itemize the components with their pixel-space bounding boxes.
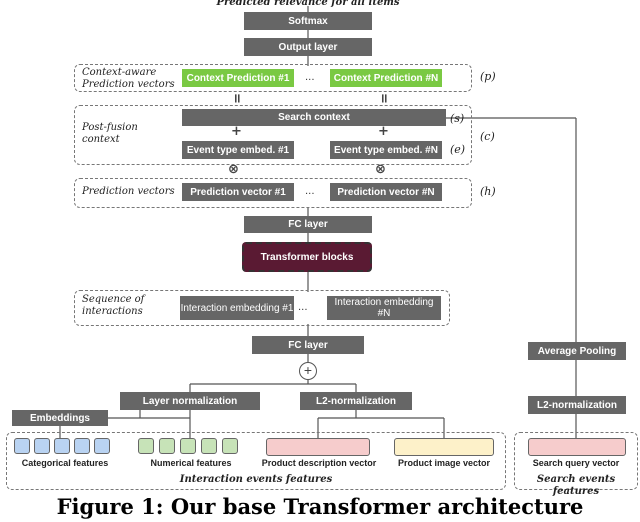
oplus-plus: + xyxy=(303,362,313,378)
tag-p: (p) xyxy=(480,70,496,83)
event-type-1-box: Event type embed. #1 xyxy=(182,141,294,159)
output-layer-box: Output layer xyxy=(244,38,372,56)
fc-layer-top-box: FC layer xyxy=(244,216,372,233)
tag-c: (c) xyxy=(480,130,495,143)
sequence-label: Sequence of interactions xyxy=(82,294,145,317)
search-events-group xyxy=(514,432,638,490)
post-fusion-label: Post-fusion context xyxy=(82,122,138,145)
numerical-feature-5 xyxy=(222,438,238,454)
search-context-box: Search context xyxy=(182,109,446,126)
equals-sign-1: = xyxy=(228,93,244,104)
l2-normalization-right-box: L2-normalization xyxy=(528,396,626,414)
product-description-vector-box xyxy=(266,438,370,456)
average-pooling-box: Average Pooling xyxy=(528,342,626,360)
prediction-vectors-label: Prediction vectors xyxy=(82,186,175,197)
categorical-feature-4 xyxy=(74,438,90,454)
product-image-vector-box xyxy=(394,438,494,456)
otimes-n: ⊗ xyxy=(375,162,386,177)
prediction-vector-1-box: Prediction vector #1 xyxy=(182,183,294,201)
search-query-label: Search query vector xyxy=(532,458,620,468)
tag-s: (s) xyxy=(450,112,465,125)
search-events-label: Search events features xyxy=(536,474,616,497)
context-prediction-n-box: Context Prediction #N xyxy=(330,69,442,87)
layer-normalization-box: Layer normalization xyxy=(120,392,260,410)
event-type-n-box: Event type embed. #N xyxy=(330,141,442,159)
transformer-blocks-box: Transformer blocks xyxy=(242,242,372,272)
categorical-feature-1 xyxy=(14,438,30,454)
context-prediction-group xyxy=(74,64,472,92)
search-query-vector-box xyxy=(528,438,626,456)
numerical-features-label: Numerical features xyxy=(150,458,232,468)
product-image-label: Product image vector xyxy=(397,458,491,468)
l2-normalization-left-box: L2-normalization xyxy=(300,392,412,410)
equals-sign-n: = xyxy=(375,93,391,104)
categorical-features-label: Categorical features xyxy=(21,458,109,468)
interaction-embedding-n-box: Interaction embedding #N xyxy=(327,296,441,320)
oplus-symbol: + xyxy=(299,362,317,380)
prediction-vector-n-box: Prediction vector #N xyxy=(330,183,442,201)
interaction-embedding-1-box: Interaction embedding #1 xyxy=(180,296,294,320)
context-prediction-1-box: Context Prediction #1 xyxy=(182,69,294,87)
plus-sign-n: + xyxy=(378,124,389,139)
figure-caption: Figure 1: Our base Transformer architect… xyxy=(56,494,584,519)
numerical-feature-1 xyxy=(138,438,154,454)
predicted-relevance-label: Predicted relevance for all items xyxy=(216,0,400,8)
otimes-1: ⊗ xyxy=(228,162,239,177)
embeddings-box: Embeddings xyxy=(12,410,108,426)
tag-h: (h) xyxy=(480,185,496,198)
interaction-events-group xyxy=(6,432,506,490)
categorical-feature-3 xyxy=(54,438,70,454)
product-description-label: Product description vector xyxy=(261,458,377,468)
fc-layer-bottom-box: FC layer xyxy=(252,336,364,354)
post-fusion-group xyxy=(74,105,472,165)
ellipsis-context: ... xyxy=(305,72,315,83)
context-prediction-group-label: Context-aware Prediction vectors xyxy=(82,67,175,90)
ellipsis-interaction: ... xyxy=(298,302,308,313)
ellipsis-prediction: ... xyxy=(305,186,315,197)
tag-e: (e) xyxy=(450,143,466,156)
softmax-box: Softmax xyxy=(244,12,372,30)
interaction-events-label: Interaction events features xyxy=(179,474,333,485)
categorical-feature-2 xyxy=(34,438,50,454)
plus-sign-1: + xyxy=(231,124,242,139)
prediction-vectors-group xyxy=(74,178,472,208)
numerical-feature-4 xyxy=(201,438,217,454)
sequence-interactions-group xyxy=(74,290,450,326)
numerical-feature-3 xyxy=(180,438,196,454)
categorical-feature-5 xyxy=(94,438,110,454)
numerical-feature-2 xyxy=(159,438,175,454)
